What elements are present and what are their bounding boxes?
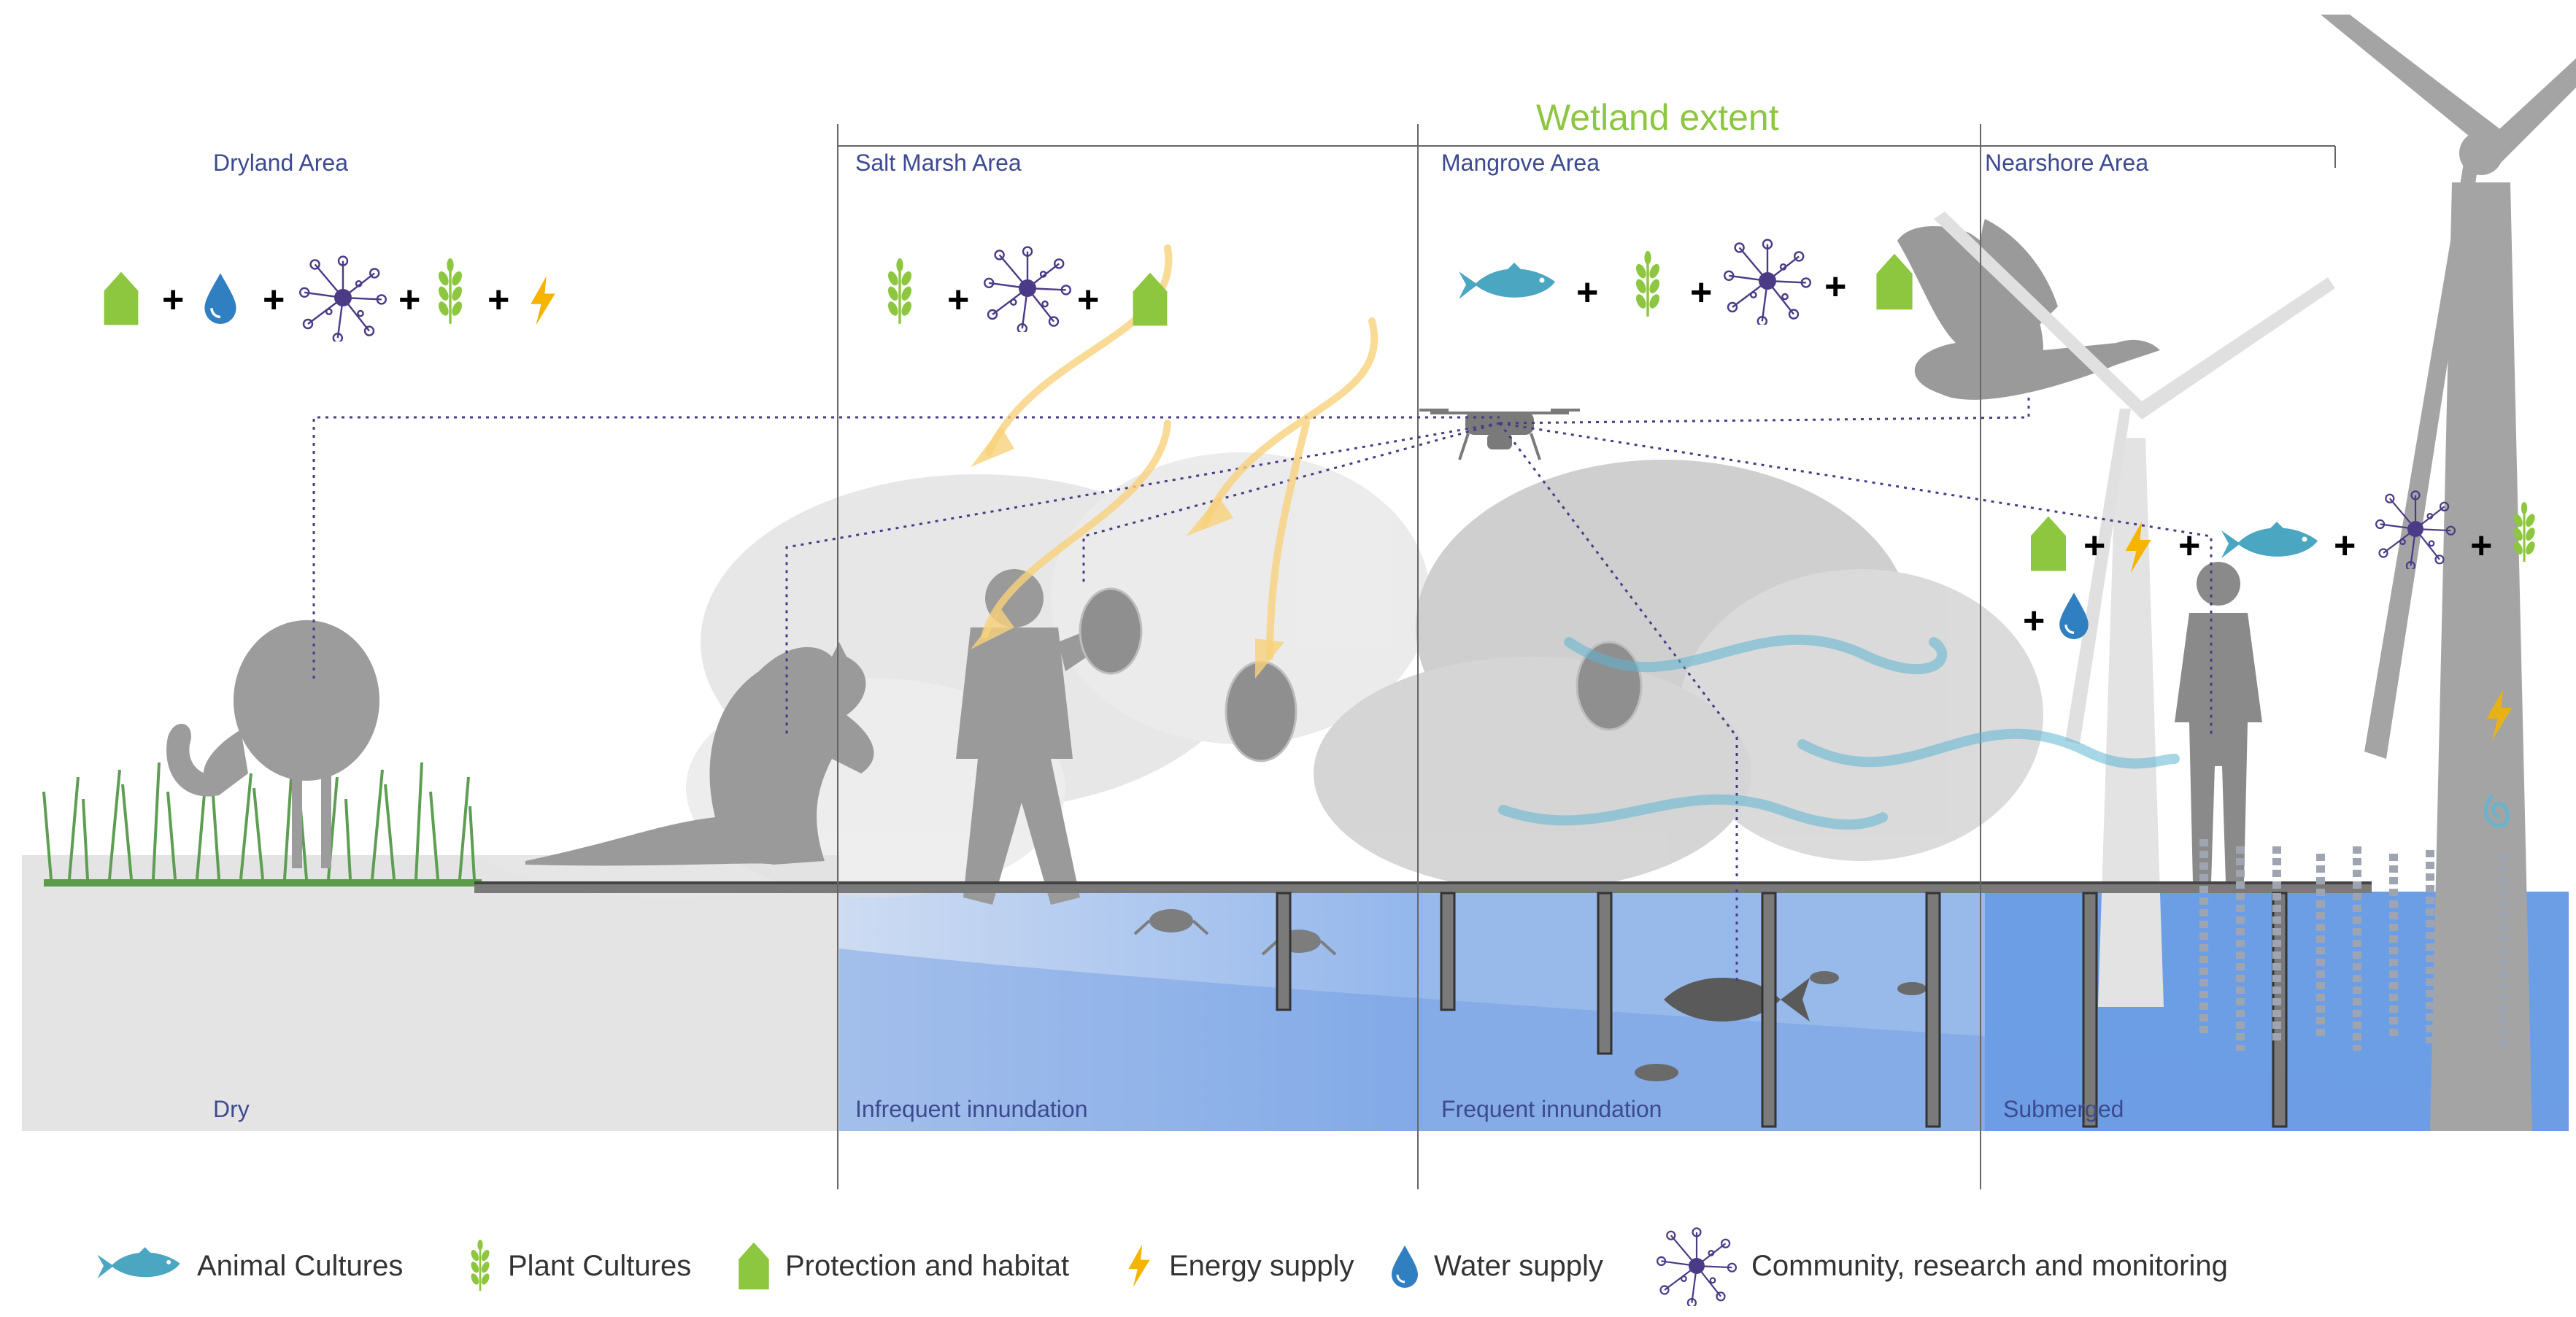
wind-arrowheads	[971, 427, 1284, 679]
svg-text:+: +	[2470, 525, 2492, 567]
current-arrows	[1498, 634, 2180, 830]
infrequent-inundation-label: Infrequent innundation	[855, 1096, 1088, 1122]
beehive-icons	[1079, 587, 1643, 762]
mangrove-benefits: + + +	[1459, 239, 1913, 325]
svg-text:+: +	[2023, 600, 2045, 642]
svg-text:+: +	[1824, 266, 1846, 308]
salt-marsh-benefits: + +	[886, 246, 1168, 332]
mangrove-area-label: Mangrove Area	[1441, 150, 1600, 176]
svg-text:+: +	[398, 279, 420, 321]
legend-energy-supply: Energy supply	[1124, 1233, 1354, 1299]
wetland-extent-title: Wetland extent	[1536, 97, 1779, 138]
legend-animal-cultures: Animal Cultures	[95, 1233, 403, 1299]
legend-label: Energy supply	[1169, 1249, 1354, 1282]
dryland-benefits: + + + +	[104, 255, 555, 341]
wheat-icon	[467, 1235, 493, 1297]
mangrove-trees	[686, 452, 2043, 897]
seaweed-culture-lines	[2199, 839, 2507, 1051]
emu-silhouette	[166, 620, 379, 868]
wind-arrows	[982, 244, 1378, 660]
grassland	[42, 762, 482, 887]
ground-band	[22, 855, 2569, 1131]
dry-inundation-label: Dry	[213, 1096, 250, 1122]
svg-text:+: +	[162, 279, 184, 321]
nearshore-benefits: + + + + +	[2023, 490, 2539, 642]
legend-label: Community, research and monitoring	[1751, 1249, 2228, 1282]
nearshore-area-label: Nearshore Area	[1985, 150, 2149, 176]
lightning-icon	[1124, 1242, 1154, 1290]
submerged-label: Submerged	[2003, 1096, 2124, 1122]
salt-marsh-area-label: Salt Marsh Area	[855, 150, 1022, 176]
legend-water-supply: Water supply	[1390, 1233, 1603, 1299]
svg-text:+: +	[263, 279, 285, 321]
shrimp-icons	[1635, 971, 1927, 1081]
svg-text:+: +	[487, 279, 509, 321]
svg-text:+: +	[1576, 271, 1598, 314]
svg-text:+: +	[2083, 525, 2105, 567]
dryland-area-label: Dryland Area	[213, 150, 348, 176]
network-icon	[1657, 1226, 1737, 1306]
boardwalk	[474, 881, 2372, 1128]
water-drop-icon	[1390, 1243, 1419, 1289]
legend-community-research: Community, research and monitoring	[1657, 1233, 2228, 1299]
zone-dividers	[837, 124, 2336, 1189]
legend-plant-cultures: Plant Cultures	[467, 1233, 691, 1299]
monitoring-links	[312, 394, 2213, 985]
kangaroo-silhouette	[525, 642, 874, 866]
legend-label: Plant Cultures	[508, 1249, 692, 1282]
frequent-inundation-label: Frequent innundation	[1441, 1096, 1662, 1122]
legend-protection-habitat: Protection and habitat	[737, 1233, 1069, 1299]
svg-text:+: +	[947, 279, 969, 321]
legend-label: Animal Cultures	[197, 1249, 404, 1282]
fish-silhouette	[1664, 978, 1810, 1021]
svg-text:+: +	[2334, 525, 2356, 567]
svg-text:+: +	[1690, 271, 1712, 314]
turbine-benefits	[2484, 690, 2513, 828]
fish-icon	[95, 1247, 182, 1285]
house-icon	[737, 1240, 771, 1291]
legend-label: Protection and habitat	[785, 1249, 1070, 1282]
svg-text:+: +	[2178, 525, 2200, 567]
human-silhouette	[2175, 562, 2262, 883]
svg-text:+: +	[1077, 279, 1099, 321]
legend-label: Water supply	[1434, 1249, 1603, 1282]
